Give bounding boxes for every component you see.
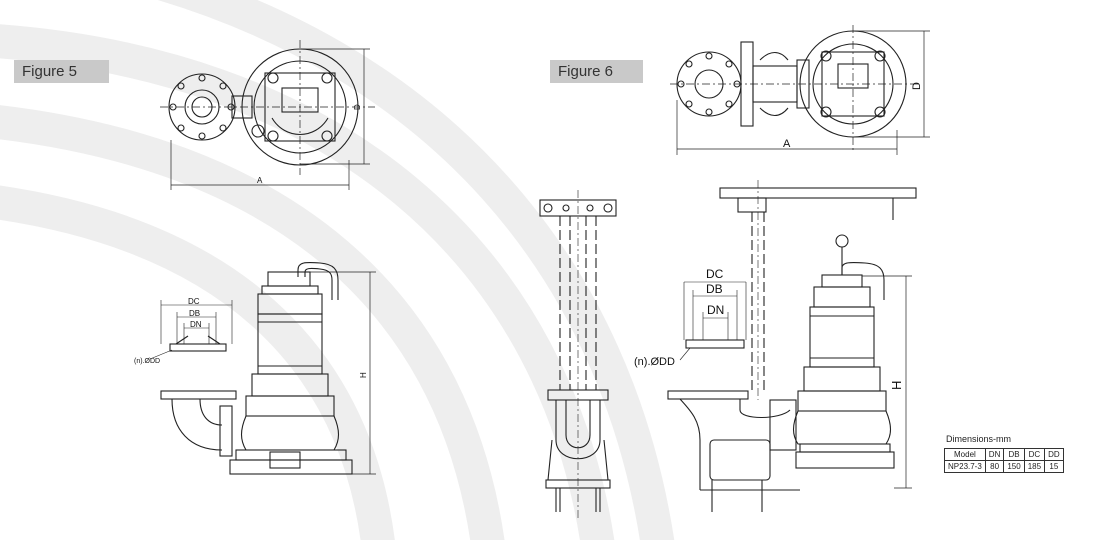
fig6-guide-rail-front bbox=[539, 190, 617, 520]
fig6-dim-ndd-label: (n).ØDD bbox=[634, 356, 675, 368]
figure-5-label: Figure 5 bbox=[14, 60, 109, 83]
header-dc: DC bbox=[1023, 448, 1046, 461]
fig6-dim-dn-label: DN bbox=[707, 303, 724, 317]
fig5-dim-db-label: DB bbox=[189, 309, 200, 318]
fig6-dim-dc-label: DC bbox=[706, 267, 724, 281]
dimensions-table-title: Dimensions-mm bbox=[946, 434, 1012, 444]
fig5-top-view bbox=[160, 40, 375, 190]
figure-6-label: Figure 6 bbox=[550, 60, 643, 83]
fig6-side-view bbox=[667, 180, 917, 512]
cell-dc: 185 bbox=[1023, 460, 1046, 473]
fig6-top-view bbox=[670, 25, 930, 155]
fig5-dim-h-label: H bbox=[359, 372, 368, 378]
header-dn: DN bbox=[984, 448, 1005, 461]
fig5-dim-a-label: A bbox=[257, 176, 263, 185]
cell-model: NP23.7-3 bbox=[944, 460, 986, 473]
header-model: Model bbox=[944, 448, 986, 461]
fig6-dim-d-label: D bbox=[911, 82, 923, 90]
fig6-dim-db-label: DB bbox=[706, 282, 723, 296]
header-dd: DD bbox=[1044, 448, 1064, 461]
fig5-dim-ndd-label: (n).ØDD bbox=[134, 358, 160, 365]
table-row: NP23.7-3 80 150 185 15 bbox=[944, 460, 1064, 473]
fig5-dim-dn-label: DN bbox=[190, 320, 202, 329]
dimensions-table: Model DN DB DC DD NP23.7-3 80 150 185 15 bbox=[944, 448, 1064, 473]
cell-dd: 15 bbox=[1044, 460, 1064, 473]
fig6-dim-h-label: H bbox=[889, 381, 904, 390]
header-db: DB bbox=[1003, 448, 1025, 461]
cell-dn: 80 bbox=[984, 460, 1005, 473]
cell-db: 150 bbox=[1003, 460, 1025, 473]
fig5-dim-dc-label: DC bbox=[188, 297, 200, 306]
fig5-dim-d-label: D bbox=[353, 104, 362, 110]
fig6-dim-a-label: A bbox=[783, 138, 791, 150]
dimensions-table-header-row: Model DN DB DC DD bbox=[944, 448, 1064, 461]
fig5-side-view bbox=[149, 261, 376, 475]
